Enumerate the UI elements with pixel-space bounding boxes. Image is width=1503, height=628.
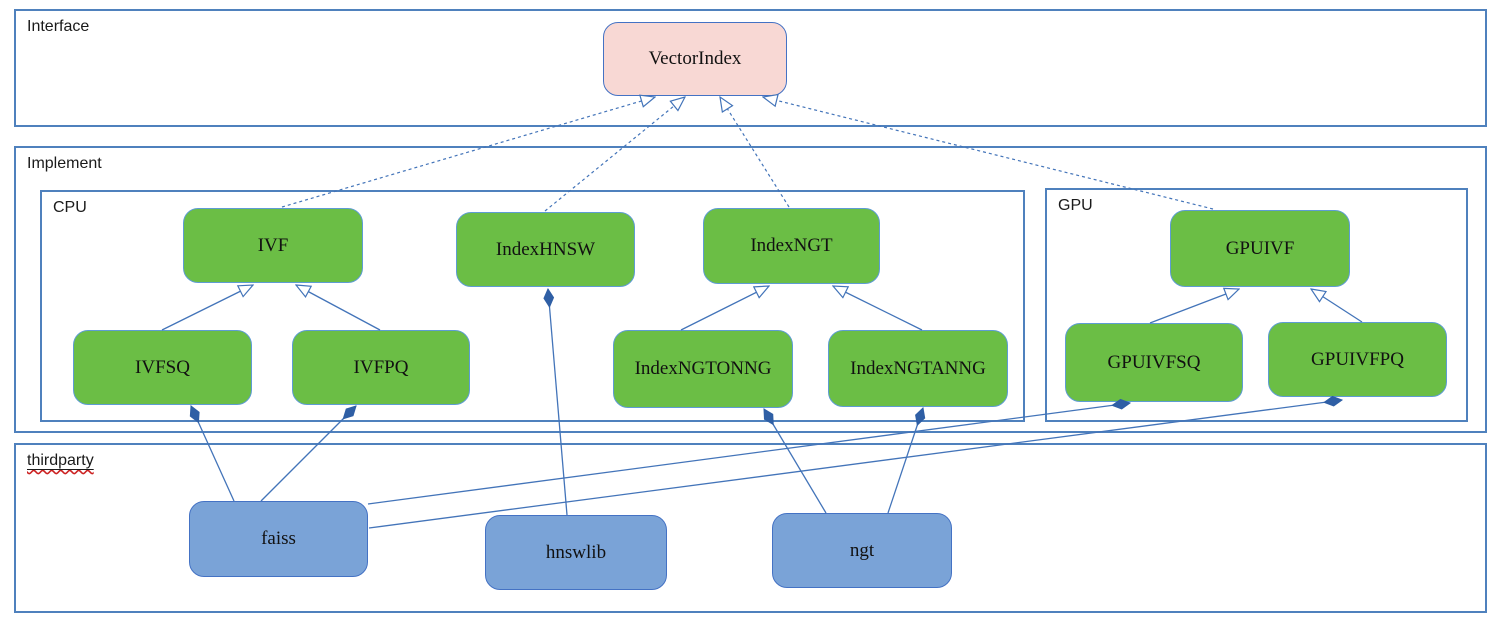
node-gpuivfsq-label: GPUIVFSQ	[1107, 351, 1201, 373]
node-indexhnsw-label: IndexHNSW	[495, 238, 596, 260]
node-ivfsq-label: IVFSQ	[135, 356, 190, 378]
node-ngt[interactable]: ngt	[772, 513, 952, 588]
node-hnswlib[interactable]: hnswlib	[485, 515, 667, 590]
node-ivf[interactable]: IVF	[183, 208, 363, 283]
node-ngt-label: ngt	[849, 539, 875, 561]
node-indexngtanng[interactable]: IndexNGTANNG	[828, 330, 1008, 407]
node-gpuivf-label: GPUIVF	[1225, 237, 1295, 259]
container-interface-label: Interface	[27, 18, 90, 35]
node-faiss-label: faiss	[261, 528, 296, 549]
container-implement-label: Implement	[27, 155, 102, 172]
node-gpuivfpq[interactable]: GPUIVFPQ	[1268, 322, 1447, 397]
node-gpuivf[interactable]: GPUIVF	[1170, 210, 1350, 287]
node-faiss[interactable]: faiss	[189, 501, 368, 577]
node-indexngt-label: IndexNGT	[750, 235, 833, 256]
node-gpuivfpq-label: GPUIVFPQ	[1311, 348, 1404, 370]
node-gpuivfsq[interactable]: GPUIVFSQ	[1065, 323, 1243, 402]
node-ivfpq[interactable]: IVFPQ	[292, 330, 470, 405]
node-indexngtonng[interactable]: IndexNGTONNG	[613, 330, 793, 408]
container-thirdparty-label: thirdparty	[27, 452, 94, 470]
node-ivfsq[interactable]: IVFSQ	[73, 330, 252, 405]
node-hnswlib-label: hnswlib	[545, 541, 607, 563]
node-indexngt[interactable]: IndexNGT	[703, 208, 880, 284]
container-gpu-label: GPU	[1058, 197, 1093, 214]
node-vectorindex-label: VectorIndex	[648, 48, 742, 69]
node-ivfpq-label: IVFPQ	[353, 356, 409, 378]
container-thirdparty-label-text: thirdparty	[27, 452, 94, 469]
node-indexngtonng-label: IndexNGTONNG	[634, 358, 772, 379]
node-indexngtanng-label: IndexNGTANNG	[850, 357, 986, 379]
node-indexhnsw[interactable]: IndexHNSW	[456, 212, 635, 287]
container-cpu-label: CPU	[53, 199, 87, 216]
node-vectorindex[interactable]: VectorIndex	[603, 22, 787, 96]
node-ivf-label: IVF	[257, 234, 289, 256]
